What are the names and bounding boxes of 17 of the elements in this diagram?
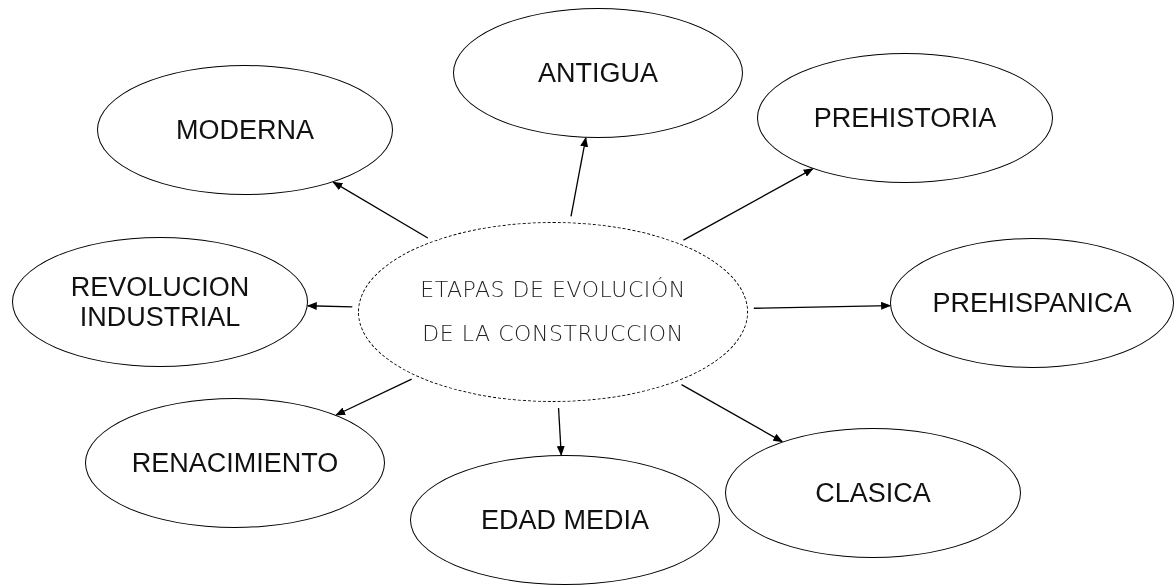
arrow bbox=[556, 407, 565, 456]
arrow bbox=[335, 378, 413, 416]
topic-label: RENACIMIENTO bbox=[130, 448, 340, 478]
arrow bbox=[332, 181, 429, 239]
topic-label: EDAD MEDIA bbox=[480, 505, 650, 535]
arrow bbox=[570, 136, 589, 218]
arrow bbox=[682, 168, 814, 241]
topic-label: CLASICA bbox=[814, 478, 932, 508]
arrow bbox=[753, 301, 892, 310]
topic-label: ANTIGUA bbox=[537, 58, 659, 88]
topic-label: REVOLUCION INDUSTRIAL bbox=[69, 272, 251, 332]
topic-label: MODERNA bbox=[175, 115, 315, 145]
topic-label: PREHISTORIA bbox=[812, 103, 998, 133]
central-topic-text: ETAPAS DE EVOLUCIÓN DE LA CONSTRUCCION bbox=[419, 276, 687, 348]
arrow bbox=[306, 302, 353, 310]
arrow bbox=[680, 384, 784, 443]
topic-label: PREHISPANICA bbox=[931, 288, 1133, 318]
